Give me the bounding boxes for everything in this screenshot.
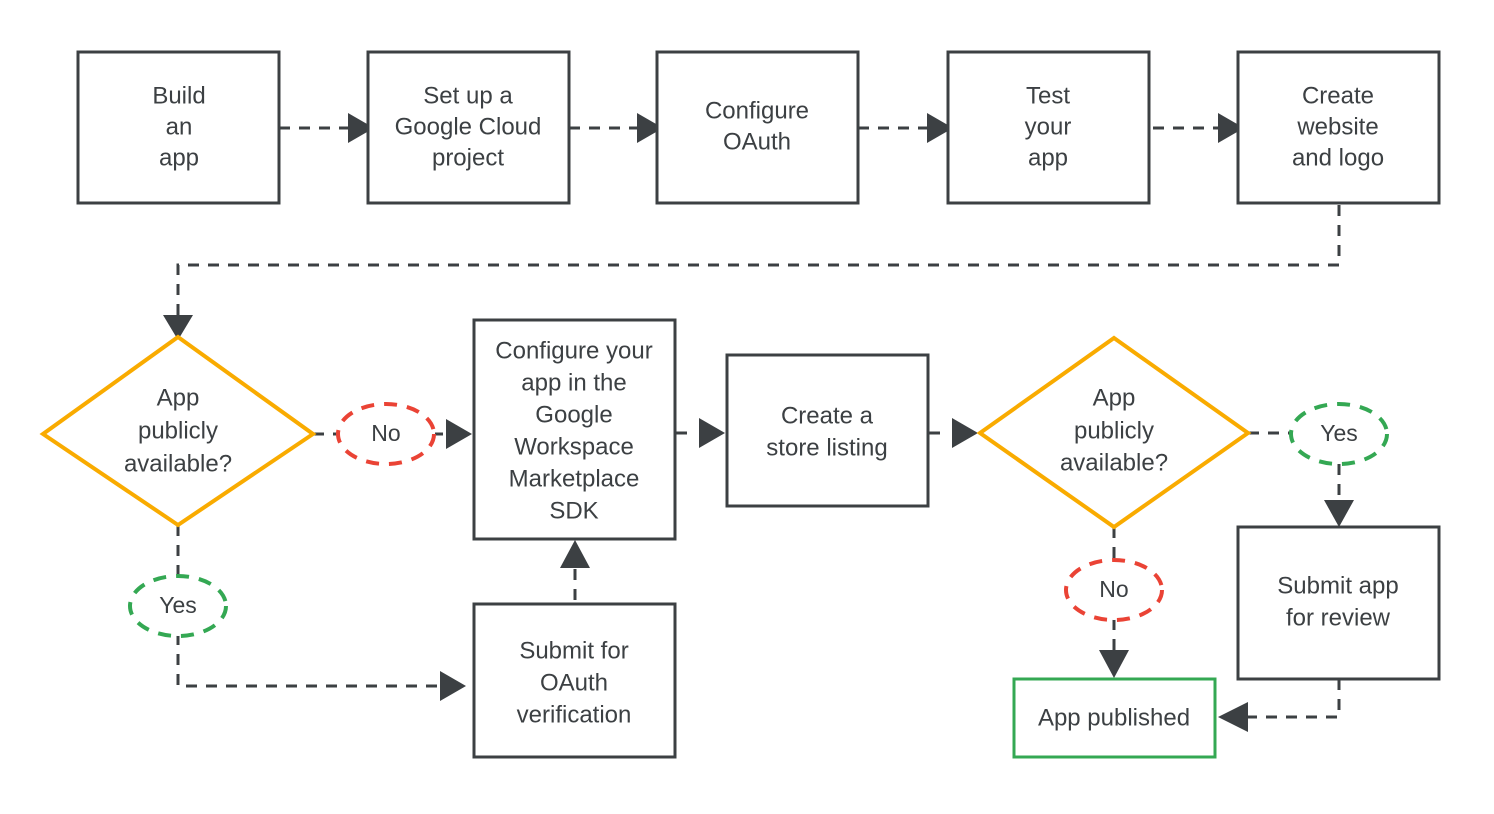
node-decision1-line-3: available? (124, 450, 232, 477)
node-set-up-project-line-3: project (432, 144, 504, 171)
node-build-an-app-line-3: app (159, 144, 199, 171)
edge-configure-sdk-to-store-listing (676, 418, 725, 448)
node-configure-oauth-line-1: Configure (705, 97, 809, 124)
node-create-store-listing[interactable]: Create a store listing (725, 353, 930, 508)
edge-label-no-right-text: No (1099, 576, 1128, 602)
edge-label-yes-right-text: Yes (1320, 420, 1358, 446)
node-configure-sdk-line-6: SDK (549, 497, 598, 524)
node-decision2-line-1: App (1093, 384, 1136, 411)
node-submit-oauth-line-2: OAuth (540, 669, 608, 696)
node-test-your-app-line-3: app (1028, 144, 1068, 171)
edge-create-website-to-decision1 (163, 205, 1341, 340)
node-create-store-listing-line-2: store listing (766, 434, 887, 461)
node-create-website-logo-line-1: Create (1302, 82, 1374, 109)
node-configure-sdk-line-3: Google (535, 401, 612, 428)
node-app-published-line-1: App published (1038, 704, 1190, 731)
edge-store-listing-to-decision2 (929, 418, 978, 448)
node-decision1-line-2: publicly (138, 417, 218, 444)
node-submit-oauth-verification[interactable]: Submit for OAuth verification (472, 602, 677, 759)
node-create-website-logo-line-3: and logo (1292, 144, 1384, 171)
node-decision2-line-3: available? (1060, 449, 1168, 476)
node-configure-oauth[interactable]: Configure OAuth (655, 50, 860, 205)
edge-no-to-configure-sdk (435, 419, 472, 449)
node-submit-app-review-line-2: for review (1286, 604, 1391, 631)
node-submit-oauth-line-3: verification (517, 701, 632, 728)
node-decision1-line-1: App (157, 384, 200, 411)
edge-yes-to-submit-oauth (176, 634, 466, 701)
node-configure-sdk[interactable]: Configure your app in the Google Workspa… (472, 318, 677, 541)
node-build-an-app-line-1: Build (152, 82, 205, 109)
node-configure-sdk-line-1: Configure your (495, 337, 652, 364)
edge-oauth-to-test (858, 113, 953, 143)
edge-label-no-left-text: No (371, 420, 400, 446)
node-configure-sdk-line-5: Marketplace (509, 465, 640, 492)
node-set-up-project[interactable]: Set up a Google Cloud project (366, 50, 571, 205)
node-configure-sdk-line-2: app in the (521, 369, 626, 396)
node-test-your-app[interactable]: Test your app (946, 50, 1151, 205)
edge-label-yes-left: Yes (128, 574, 228, 638)
edge-label-yes-right: Yes (1289, 402, 1389, 466)
edge-setup-to-oauth (569, 113, 663, 143)
node-build-an-app[interactable]: Build an app (76, 50, 281, 205)
node-set-up-project-line-1: Set up a (423, 82, 513, 109)
edge-label-no-left: No (336, 402, 436, 466)
node-configure-sdk-line-4: Workspace (514, 433, 634, 460)
edge-no-to-app-published (1099, 619, 1129, 678)
node-test-your-app-line-2: your (1025, 113, 1072, 140)
node-create-store-listing-line-1: Create a (781, 402, 874, 429)
node-test-your-app-line-1: Test (1026, 82, 1070, 109)
edge-submit-app-review-to-published (1218, 679, 1341, 732)
node-submit-app-review-line-1: Submit app (1277, 572, 1398, 599)
node-create-website-logo[interactable]: Create website and logo (1236, 50, 1441, 205)
node-configure-oauth-line-2: OAuth (723, 128, 791, 155)
node-set-up-project-line-2: Google Cloud (395, 113, 542, 140)
node-decision-app-publicly-available-1[interactable]: App publicly available? (39, 334, 317, 528)
node-decision-app-publicly-available-2[interactable]: App publicly available? (976, 335, 1252, 530)
node-decision2-line-2: publicly (1074, 417, 1154, 444)
edge-label-yes-left-text: Yes (159, 592, 197, 618)
edge-test-to-create-website (1153, 113, 1244, 143)
edge-label-no-right: No (1064, 558, 1164, 622)
edge-yes-to-submit-app-review (1324, 464, 1354, 527)
node-build-an-app-line-2: an (166, 113, 193, 140)
edge-build-to-setup (279, 113, 374, 143)
node-app-published[interactable]: App published (1012, 677, 1217, 759)
node-submit-oauth-line-1: Submit for (519, 637, 628, 664)
node-create-website-logo-line-2: website (1296, 113, 1378, 140)
node-submit-app-for-review[interactable]: Submit app for review (1236, 525, 1441, 681)
